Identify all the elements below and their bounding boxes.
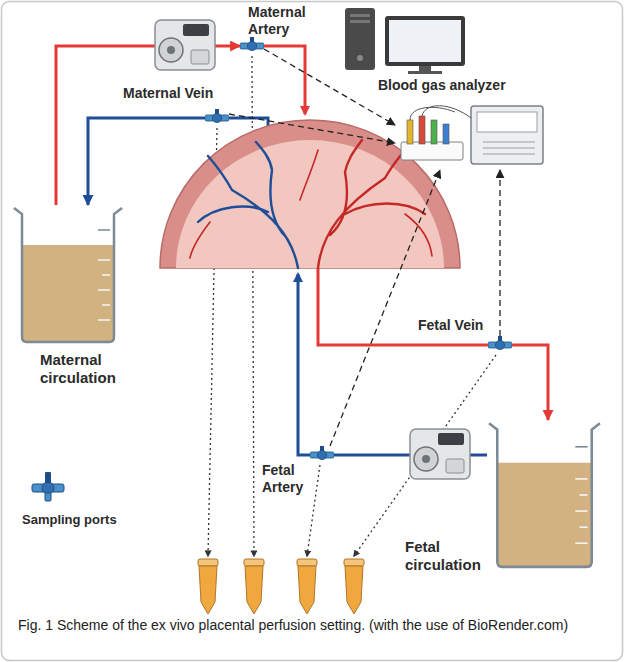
legend-text: Sampling ports [22, 512, 117, 527]
perfusion-tube [512, 345, 548, 420]
figure-caption: Fig. 1 Scheme of the ex vivo placental p… [18, 616, 610, 634]
reservoir-beaker: Maternal circulation [12, 205, 124, 345]
sampling-port: Maternal Vein [205, 109, 229, 127]
sample-tubes [198, 559, 364, 614]
node-label: Maternal circulation [40, 351, 136, 387]
sampling-port: Fetal Vein [488, 336, 512, 354]
sampling-port-drawing [240, 37, 264, 55]
blood-gas-analyzer-drawing [395, 98, 545, 170]
node-label: Fetal circulation [405, 538, 485, 574]
measurement-link [229, 114, 395, 143]
computer [345, 8, 465, 74]
sampling-port-drawing [205, 109, 229, 127]
node-label: Blood gas analyzer [378, 77, 506, 94]
node-label: Maternal Artery [248, 4, 310, 38]
reservoir-beaker-drawing [487, 420, 602, 570]
sampling-port-drawing [488, 336, 512, 354]
node-label: Fetal Vein [418, 317, 483, 334]
reservoir-beaker-drawing [12, 205, 124, 345]
reservoir-beaker: Fetal circulation [487, 420, 602, 570]
perfusion-tube [88, 118, 205, 205]
sampling-port: Maternal Artery [240, 37, 264, 55]
measurement-link [330, 170, 440, 446]
sampling-port-icon [32, 472, 64, 501]
node-label: Maternal Vein [123, 85, 213, 102]
peristaltic-pump [155, 20, 215, 70]
blood-gas-analyzer: Blood gas analyzer [395, 98, 545, 170]
measurement-link [499, 170, 500, 336]
sampling-port-drawing [310, 446, 334, 464]
sampling-port: Fetal Artery [310, 446, 334, 464]
measurement-link [264, 49, 395, 125]
peristaltic-pump [410, 429, 470, 479]
node-label: Fetal Artery [262, 462, 312, 496]
